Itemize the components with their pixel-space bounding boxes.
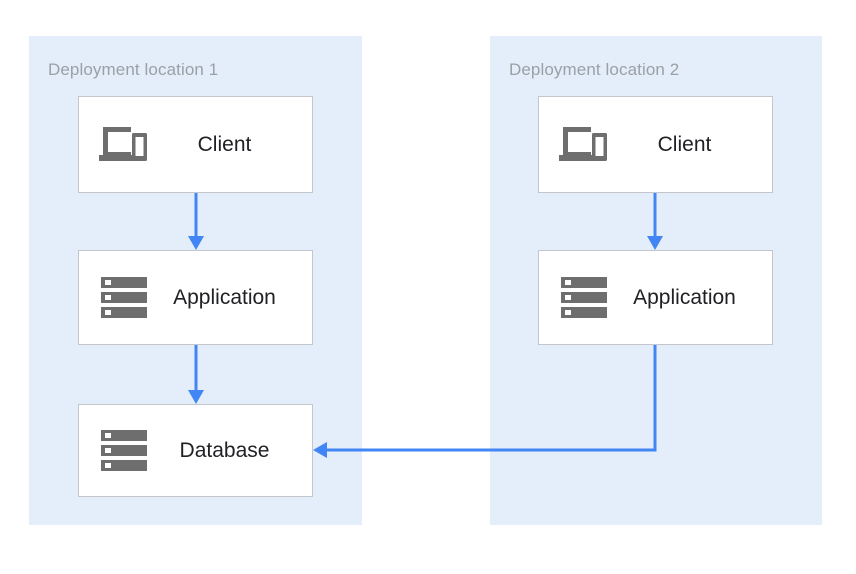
- node-application-2[interactable]: Application: [538, 250, 773, 345]
- node-client-2-label: Client: [657, 132, 712, 156]
- node-application-2-label: Application: [633, 285, 736, 309]
- server-icon: [97, 424, 151, 478]
- node-database-1[interactable]: Database: [78, 404, 313, 497]
- devices-icon: [557, 118, 611, 172]
- node-client-2[interactable]: Client: [538, 96, 773, 193]
- deployment-zone-1-label: Deployment location 1: [48, 60, 219, 79]
- node-application-1[interactable]: Application: [78, 250, 313, 345]
- node-database-1-label: Database: [179, 438, 270, 462]
- devices-icon: [97, 118, 151, 172]
- node-application-1-label: Application: [173, 285, 276, 309]
- node-client-1-label: Client: [197, 132, 252, 156]
- server-icon: [97, 271, 151, 325]
- deployment-zone-2-label: Deployment location 2: [509, 60, 680, 79]
- node-client-1[interactable]: Client: [78, 96, 313, 193]
- server-icon: [557, 271, 611, 325]
